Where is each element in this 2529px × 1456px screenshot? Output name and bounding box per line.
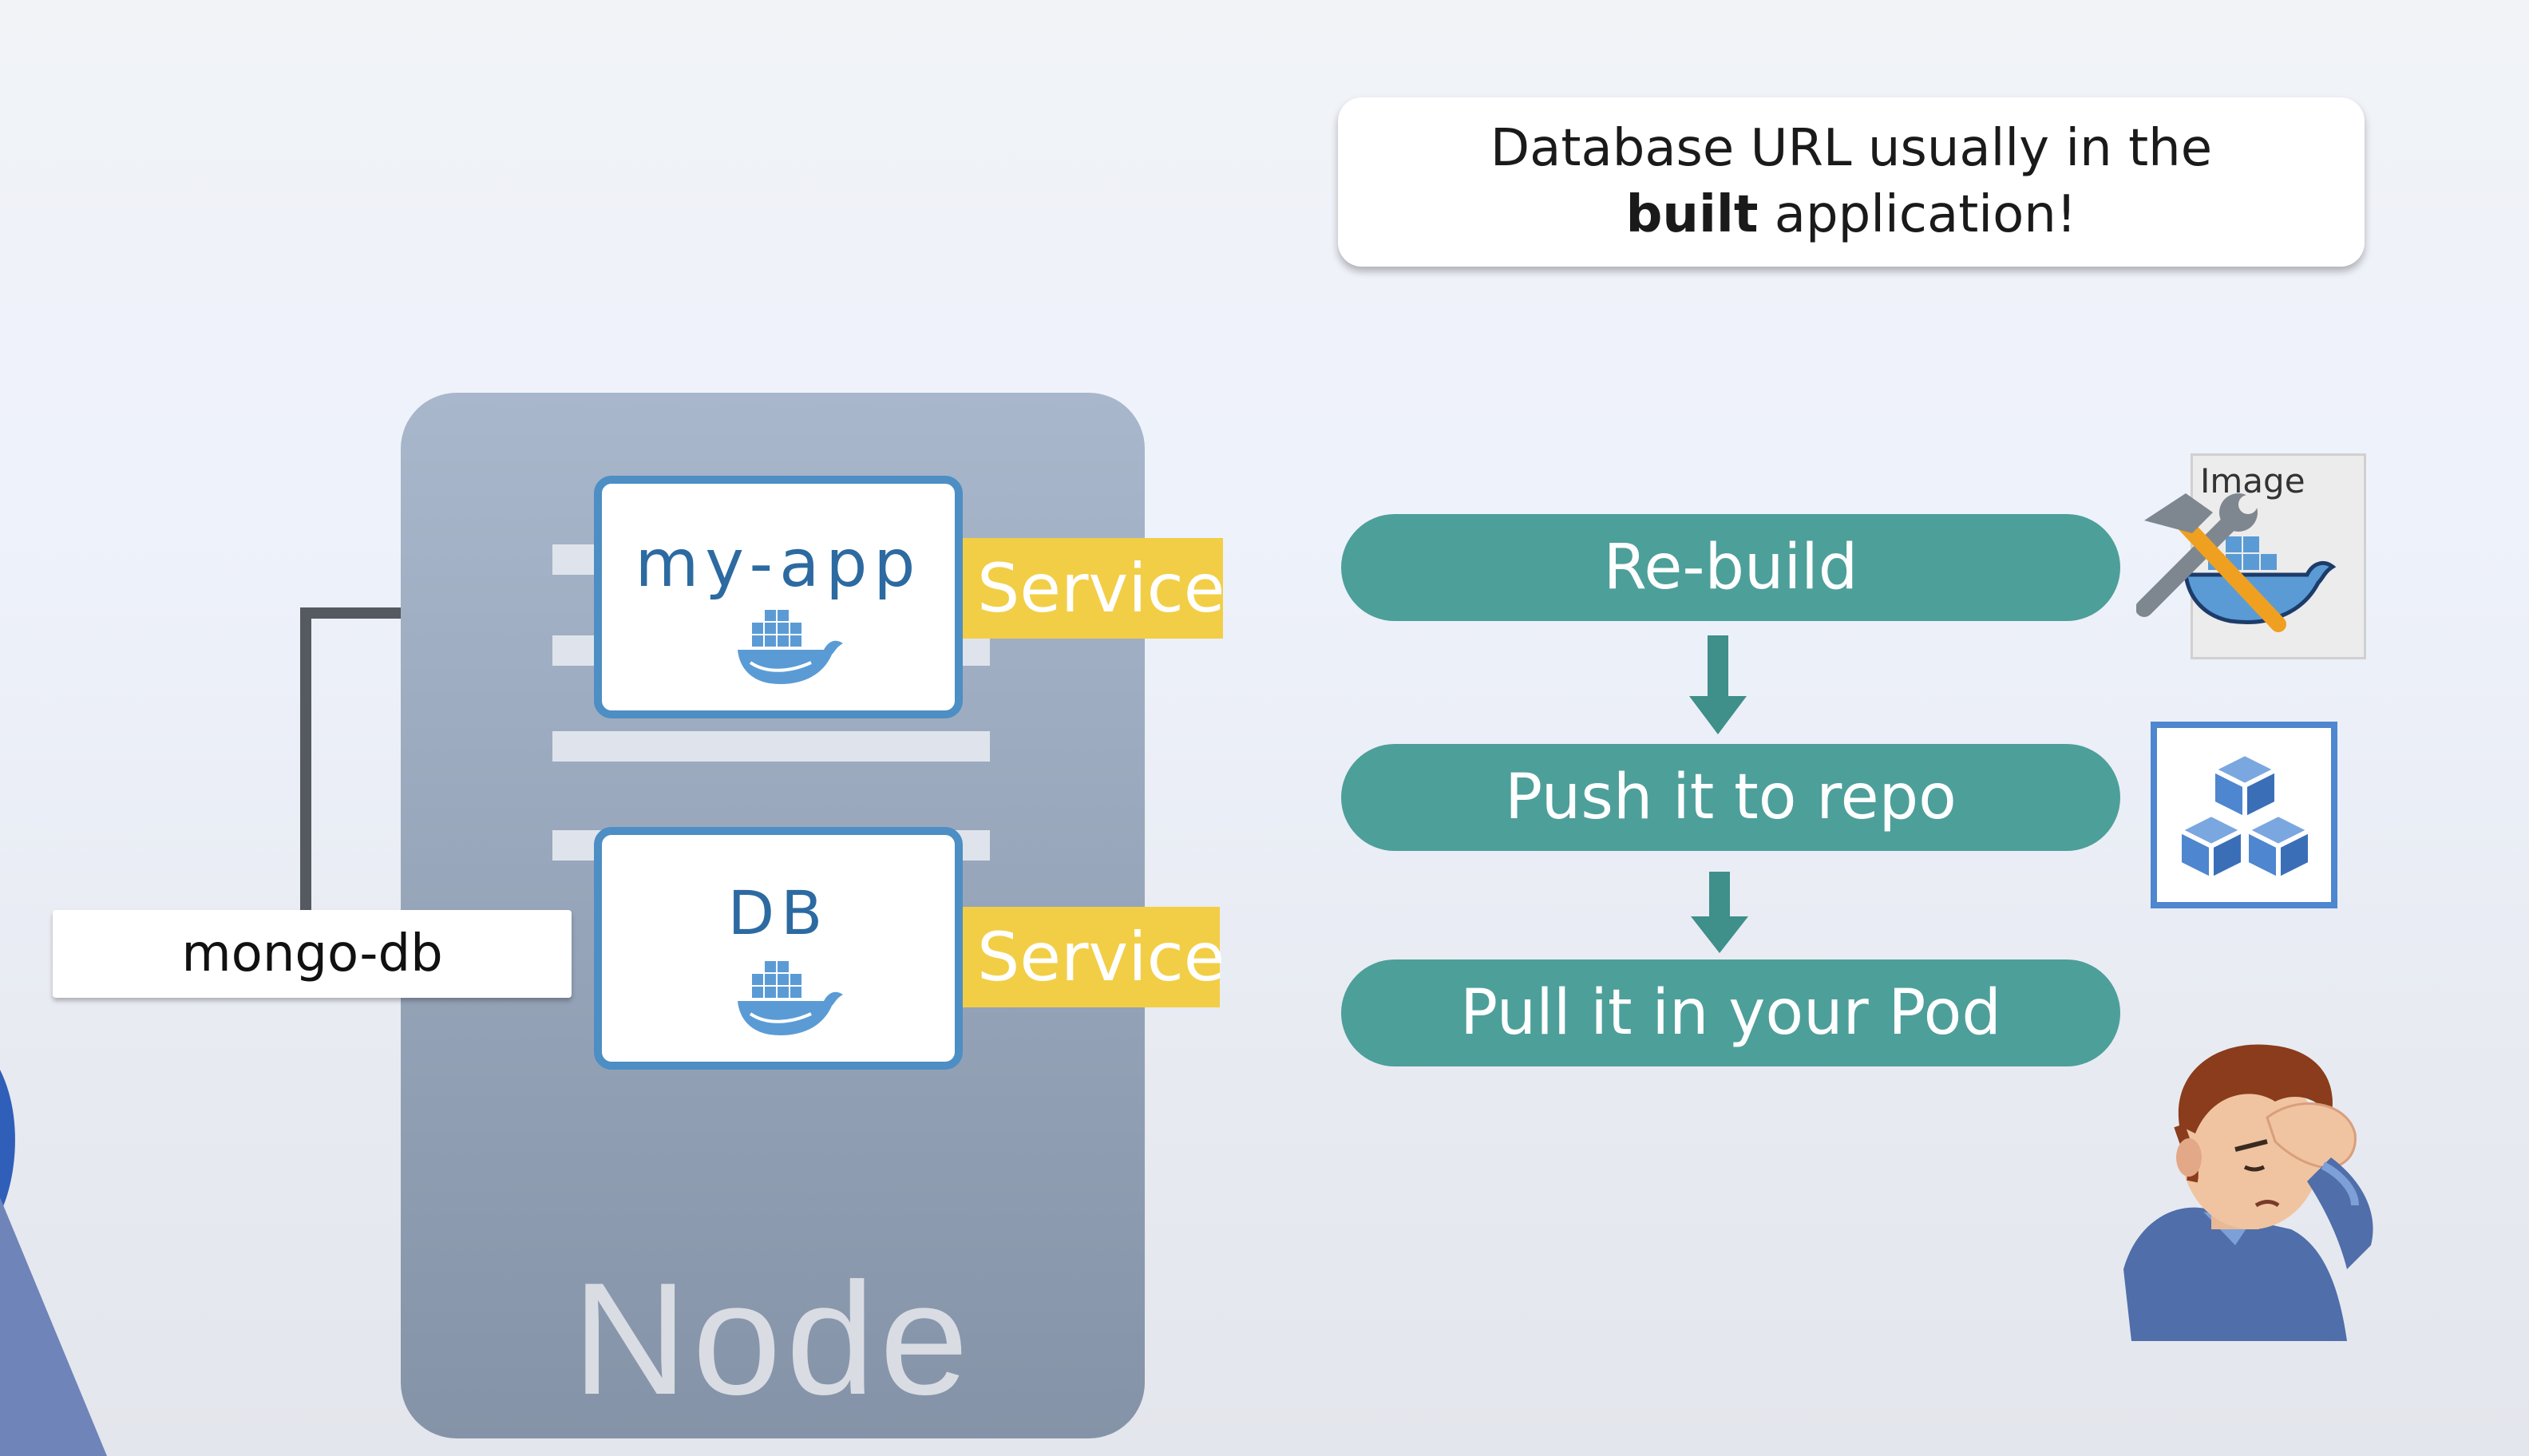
callout-bold-word: built [1625,185,1759,244]
step-pull-pod: Pull it in your Pod [1341,959,2120,1066]
callout-line-2: built application! [1626,182,2077,248]
arrow-down-icon [1691,872,1748,953]
node-label: Node [572,1250,974,1428]
callout-line-1: Database URL usually in the [1490,118,2213,178]
cubes-repo-icon [2177,751,2313,882]
docker-whale-icon [738,961,843,1035]
my-app-service[interactable]: Service [963,538,1225,639]
mongo-db-label: mongo-db [53,910,572,998]
frustrated-person-icon [2123,1044,2373,1341]
node-stripe [552,731,990,762]
docker-whale-icon [738,610,843,684]
repo-box [2151,722,2337,908]
arrow-down-icon [1689,635,1747,734]
callout-note: Database URL usually in the built applic… [1338,97,2365,267]
step-rebuild: Re-build [1341,514,2120,621]
image-card-label: Image [2200,461,2305,500]
db-service[interactable]: Service [963,907,1225,1007]
step-push-repo: Push it to repo [1341,744,2120,851]
my-app-label: my-app [635,526,922,602]
db-label: DB [727,877,829,948]
callout-line-2-rest: application! [1758,185,2077,244]
hammer-wrench-icon [2136,493,2337,632]
my-app-container[interactable]: my-app [594,476,963,718]
db-container[interactable]: DB [594,827,963,1070]
